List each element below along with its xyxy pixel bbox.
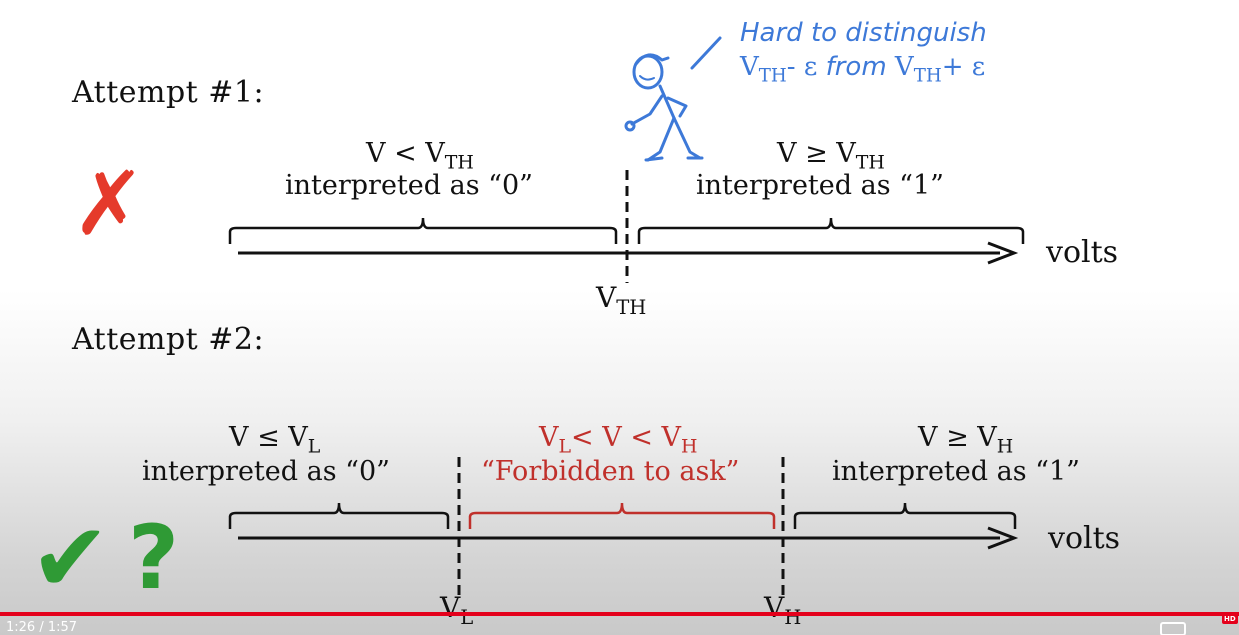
attempt2-right-interpretation: interpreted as “1” <box>832 456 1080 487</box>
video-progress-bar[interactable] <box>0 612 1239 616</box>
attempt2-title: Attempt #2: <box>72 322 265 357</box>
attempt2-left-brace <box>228 502 450 529</box>
attempt1-threshold-label: VTH <box>596 281 647 319</box>
hd-settings-icon[interactable]: HD <box>1222 614 1238 624</box>
attempt2-axis-arrowhead <box>987 526 1019 550</box>
attempt1-right-condition: V ≥ VTH <box>777 138 885 174</box>
attempt2-right-brace <box>793 502 1017 529</box>
note-line2: VTH- ε from VTH+ ε <box>740 52 986 87</box>
note-line1: Hard to distinguish <box>740 18 987 48</box>
attempt1-axis-arrowhead <box>987 241 1019 265</box>
attempt1-left-condition: V < VTH <box>366 138 474 174</box>
time-readout: 1:26 / 1:57 <box>6 620 78 635</box>
attempt2-middle-interpretation: “Forbidden to ask” <box>481 456 740 487</box>
attempt2-middle-brace <box>468 502 776 529</box>
question-mark-icon: ? <box>128 506 180 609</box>
stick-figure-illustration <box>624 53 704 162</box>
attempt2-right-condition: V ≥ VH <box>918 422 1014 458</box>
subtitles-icon[interactable] <box>1160 622 1186 635</box>
attempt1-title: Attempt #1: <box>72 75 265 110</box>
attempt1-left-brace <box>228 217 618 244</box>
attempt2-middle-condition: VL< V < VH <box>539 422 698 458</box>
attempt2-left-condition: V ≤ VL <box>229 422 321 458</box>
fail-x-icon: ✗ <box>72 152 146 255</box>
attempt2-axis-label: volts <box>1048 521 1121 556</box>
player-controls <box>0 616 1239 635</box>
attempt1-axis-label: volts <box>1046 235 1119 270</box>
speech-tick <box>690 36 722 70</box>
attempt1-right-brace <box>637 217 1025 244</box>
attempt1-right-interpretation: interpreted as “1” <box>696 170 944 201</box>
attempt2-left-interpretation: interpreted as “0” <box>142 456 390 487</box>
checkmark-icon: ✔ <box>30 502 111 614</box>
attempt1-left-interpretation: interpreted as “0” <box>285 170 533 201</box>
